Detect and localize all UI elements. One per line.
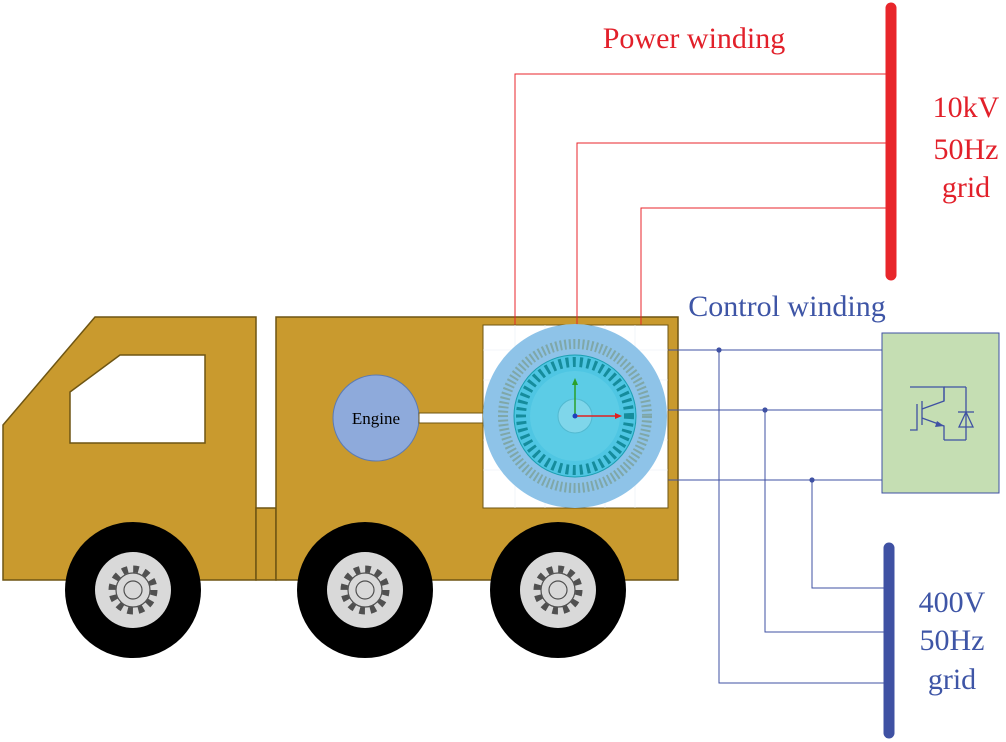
truck-cab bbox=[2, 316, 257, 581]
junction-dots bbox=[716, 347, 815, 483]
gear-icon bbox=[340, 565, 390, 615]
hv-grid-name: grid bbox=[942, 171, 990, 204]
shaft bbox=[418, 412, 486, 424]
cab-window bbox=[69, 354, 206, 444]
generator bbox=[482, 324, 669, 509]
lv-grid-label: 400V 50Hz grid bbox=[919, 586, 986, 696]
lv-grid-name: grid bbox=[928, 663, 976, 696]
control-winding-lines bbox=[668, 349, 888, 684]
hv-grid-frequency: 50Hz bbox=[934, 133, 999, 166]
power-winding-label: Power winding bbox=[603, 22, 786, 55]
lv-grid-voltage: 400V bbox=[919, 586, 986, 619]
emitter-arrow bbox=[935, 421, 944, 427]
axis-triad bbox=[572, 378, 622, 419]
engine-label: Engine bbox=[352, 409, 400, 428]
wheel-front bbox=[65, 522, 201, 658]
lv-grid-frequency: 50Hz bbox=[920, 624, 985, 657]
converter bbox=[881, 332, 1000, 494]
wheel-middle bbox=[297, 522, 433, 658]
truck-chassis-link bbox=[255, 507, 277, 581]
control-winding-label: Control winding bbox=[688, 290, 886, 323]
gear-icon bbox=[533, 565, 583, 615]
gear-icon bbox=[108, 565, 158, 615]
wheel-rear bbox=[490, 522, 626, 658]
igbt-diode-icon bbox=[910, 386, 975, 441]
power-winding-lines bbox=[514, 73, 890, 326]
hv-grid-voltage: 10kV bbox=[933, 91, 1000, 124]
hv-grid-label: 10kV 50Hz grid bbox=[933, 91, 1000, 204]
